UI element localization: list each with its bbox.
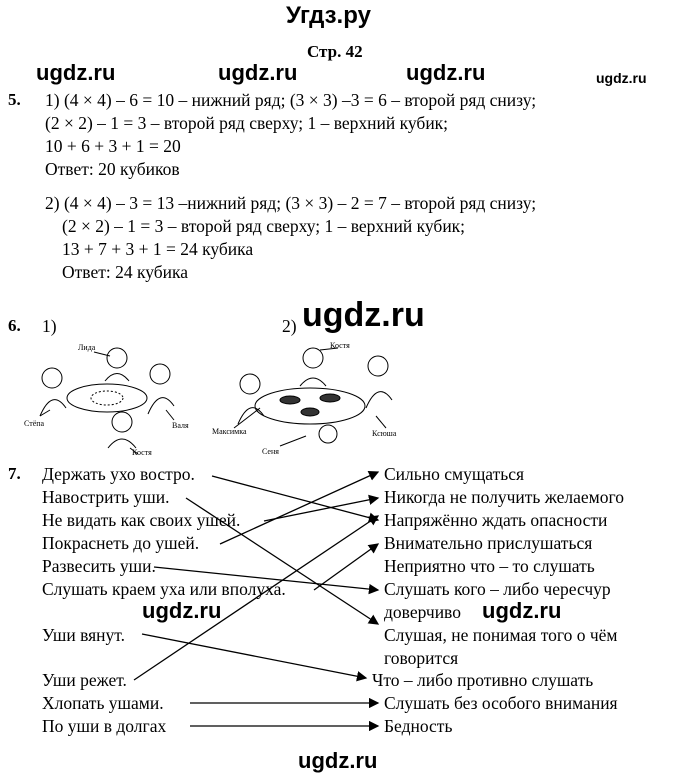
task5-answer: Ответ: 24 кубика [62, 262, 189, 282]
meaning: доверчиво [384, 602, 461, 622]
idiom: Уши режет. [42, 670, 127, 690]
meaning: Никогда не получить желаемого [384, 487, 624, 507]
match-arrow [133, 515, 380, 681]
watermark: ugdz.ru [298, 748, 378, 773]
watermark: ugdz.ru [482, 598, 562, 623]
match-arrow [141, 633, 368, 682]
task5-line: 2) (4 × 4) – 3 = 13 –нижний ряд; (3 × 3)… [45, 193, 537, 213]
watermark: ugdz.ru [36, 60, 116, 85]
child-name: Валя [172, 421, 189, 430]
meaning: Что – либо противно слушать [372, 670, 594, 690]
picture-label: 2) [282, 316, 297, 336]
watermark: ugdz.ru [596, 70, 647, 86]
child-name: Максимка [212, 427, 247, 436]
picture-label: 1) [42, 316, 57, 336]
match-arrow [211, 475, 380, 523]
task-number: 7. [8, 464, 21, 483]
task-number: 5. [8, 90, 21, 109]
idiom: Не видать как своих ушей. [42, 510, 241, 530]
child-name: Стёпа [24, 419, 45, 428]
meaning: Внимательно прислушаться [384, 533, 593, 553]
idiom: Держать ухо востро. [42, 464, 195, 484]
task5-line: (2 × 2) – 1 = 3 – второй ряд сверху; 1 –… [62, 216, 466, 236]
meaning: Неприятно что – то слушать [384, 556, 595, 576]
meaning: Напряжённо ждать опасности [384, 510, 608, 530]
task5-line: 10 + 6 + 3 + 1 = 20 [45, 136, 181, 156]
task5-line: 13 + 7 + 3 + 1 = 24 кубика [62, 239, 254, 259]
task5-answer: Ответ: 20 кубиков [45, 159, 180, 179]
idiom: Покраснеть до ушей. [42, 533, 200, 553]
match-arrow [263, 494, 380, 522]
task5-line: 1) (4 × 4) – 6 = 10 – нижний ряд; (3 × 3… [45, 90, 537, 110]
meaning: Слушая, не понимая того о чём [384, 625, 618, 645]
children-at-table-illustration: Лида Стёпа Валя Костя [24, 343, 189, 456]
watermark: ugdz.ru [302, 296, 425, 334]
idiom: Уши вянут. [42, 625, 125, 645]
meaning: говорится [384, 648, 459, 668]
idiom: Развесить уши. [42, 556, 156, 576]
site-title: Угдз.ру [286, 2, 371, 29]
idiom: Слушать краем уха или вполуха. [42, 579, 286, 599]
meaning: Бедность [384, 716, 453, 736]
watermark: ugdz.ru [218, 60, 298, 85]
child-name: Ксюша [372, 429, 397, 438]
match-arrow [219, 471, 380, 545]
child-name: Лида [78, 343, 96, 352]
watermark: ugdz.ru [406, 60, 486, 85]
task5-line: (2 × 2) – 1 = 3 – второй ряд сверху; 1 –… [45, 113, 449, 133]
match-arrow [153, 566, 380, 595]
child-name: Костя [330, 341, 350, 350]
meaning: Слушать без особого внимания [384, 693, 618, 713]
meaning: Слушать кого – либо чересчур [384, 579, 611, 599]
child-name: Костя [132, 448, 152, 456]
page-number: Стр. 42 [307, 42, 363, 61]
idiom: Хлопать ушами. [42, 693, 164, 713]
match-arrow [313, 543, 380, 591]
meaning: Сильно смущаться [384, 464, 525, 484]
idiom: Навострить уши. [42, 487, 170, 507]
match-arrow [185, 497, 380, 625]
watermark: ugdz.ru [142, 598, 222, 623]
idiom: По уши в долгах [42, 716, 167, 736]
child-name: Сеня [262, 447, 279, 456]
children-at-round-table-illustration: Костя Максимка Сеня Ксюша [212, 341, 397, 456]
task-number: 6. [8, 316, 21, 335]
